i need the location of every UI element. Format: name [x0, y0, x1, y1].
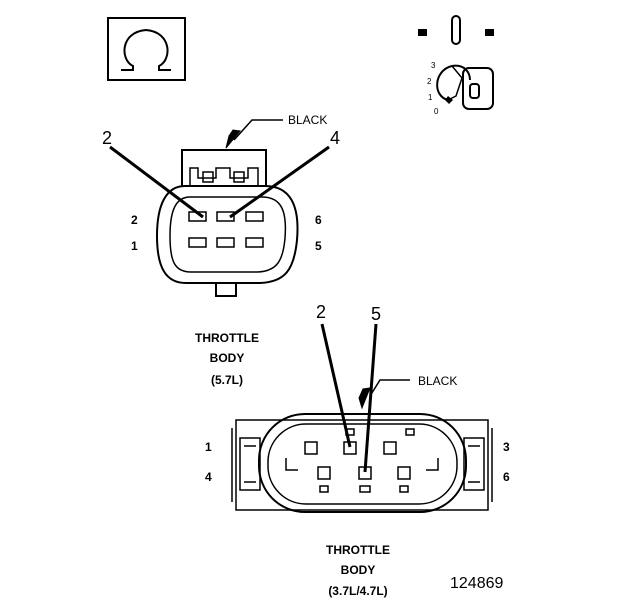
ignition-position-2: 2 [427, 77, 432, 86]
connector-3-7l-callout-5: 5 [371, 304, 382, 324]
ohmmeter-symbol [107, 17, 186, 81]
ignition-position-3: 3 [431, 61, 436, 70]
connector-5-7l-pin-5: 5 [315, 239, 322, 253]
omega-icon [121, 28, 171, 71]
connector-5-7l-title-line-3: (5.7L) [210, 373, 243, 387]
connector-3-7l-pin-3: 3 [503, 440, 510, 454]
connector-3-7l-callout-2: 2 [316, 302, 327, 322]
connector-3-7l-pin-6: 6 [503, 470, 510, 484]
connector-3-7l-wire-color: BLACK [418, 374, 458, 388]
connector-5-7l-wire-color: BLACK [288, 113, 328, 127]
connector-3-7l-title-line-3: (3.7L/4.7L) [328, 584, 388, 598]
connector-3-7l-title-line-2: BODY [340, 563, 376, 577]
connector-5-7l-pin-2: 2 [131, 213, 138, 227]
connector-5-7l [109, 119, 330, 297]
ignition-position-1: 1 [428, 93, 433, 102]
connector-3-7l-pin-1: 1 [205, 440, 212, 454]
connector-5-7l-title-line-2: BODY [209, 351, 245, 365]
ignition-switch [418, 15, 494, 110]
connector-3-7l-title-line-1: THROTTLE [326, 543, 390, 557]
figure-number: 124869 [450, 575, 504, 592]
connector-3-7l-4-7l [231, 323, 493, 513]
ignition-position-0: 0 [434, 107, 439, 116]
connector-5-7l-pin-1: 1 [131, 239, 138, 253]
connector-5-7l-pin-6: 6 [315, 213, 322, 227]
connector-5-7l-callout-4: 4 [330, 128, 341, 148]
connector-3-7l-pin-4: 4 [205, 470, 212, 484]
connector-5-7l-callout-2: 2 [102, 128, 113, 148]
ignition-key-icon [436, 64, 494, 110]
connector-5-7l-title-line-1: THROTTLE [195, 331, 259, 345]
